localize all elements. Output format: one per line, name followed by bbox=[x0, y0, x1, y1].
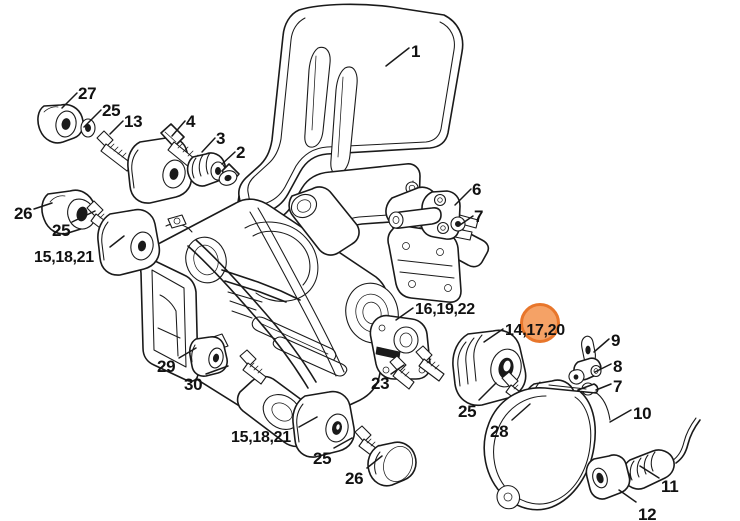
part-2-washer-nut bbox=[218, 163, 240, 186]
part-6-link-bracket bbox=[388, 190, 461, 240]
leader-line bbox=[33, 202, 53, 210]
part-number-label-8: 8 bbox=[613, 357, 623, 376]
part-number-label-25: 25 bbox=[52, 221, 71, 240]
part-26-plug-bottom bbox=[367, 441, 417, 487]
part-screw-bracket-right bbox=[415, 345, 445, 382]
leader-line bbox=[639, 465, 660, 479]
part-number-label-9: 9 bbox=[611, 331, 621, 350]
leader-line bbox=[221, 151, 236, 165]
leader-line bbox=[609, 409, 632, 423]
part-30-screw bbox=[239, 349, 267, 385]
part-number-label-2: 2 bbox=[236, 143, 246, 162]
part-number-label-16-19-22: 16,19,22 bbox=[415, 301, 475, 318]
part-number-label-11: 11 bbox=[661, 477, 679, 496]
part-number-label-10: 10 bbox=[633, 404, 652, 423]
leader-line bbox=[71, 210, 96, 223]
leader-line bbox=[61, 92, 78, 109]
part-number-label-14-17-20: 14,17,20 bbox=[505, 322, 565, 339]
part-27-27-buffer-cap bbox=[37, 103, 96, 144]
part-16-19-22-mount-bracket bbox=[369, 314, 431, 380]
leader-line bbox=[298, 416, 318, 428]
part-number-label-26: 26 bbox=[14, 204, 33, 223]
part-number-label-1: 1 bbox=[411, 42, 421, 61]
leader-line bbox=[454, 188, 472, 206]
part-number-label-28: 28 bbox=[490, 422, 509, 441]
part-number-label-6: 6 bbox=[472, 180, 482, 199]
part-number-label-7: 7 bbox=[613, 377, 623, 396]
part-9-small-pin bbox=[581, 335, 596, 365]
leader-line bbox=[333, 437, 353, 449]
part-number-label-25: 25 bbox=[458, 402, 477, 421]
leader-line bbox=[171, 120, 186, 137]
part-23-screw bbox=[389, 355, 415, 390]
part-number-label-30: 30 bbox=[184, 375, 203, 394]
part-number-label-13: 13 bbox=[124, 112, 143, 131]
leader-line bbox=[594, 363, 612, 373]
part-number-label-27: 27 bbox=[78, 84, 97, 103]
leader-line bbox=[459, 215, 474, 226]
part-number-label-25: 25 bbox=[102, 101, 121, 120]
leader-line bbox=[618, 489, 637, 503]
part-number-label-25: 25 bbox=[313, 449, 332, 468]
leader-line bbox=[390, 364, 405, 375]
part-number-label-15-18-21: 15,18,21 bbox=[34, 249, 94, 266]
part-10-brake-band bbox=[483, 383, 611, 511]
part-number-label-26: 26 bbox=[345, 469, 364, 488]
leader-lines bbox=[33, 47, 660, 503]
leader-line bbox=[595, 383, 612, 391]
highlight-circle bbox=[520, 303, 560, 343]
leader-line bbox=[483, 328, 504, 343]
leader-line bbox=[83, 109, 102, 128]
leader-line bbox=[511, 403, 531, 421]
leader-line bbox=[109, 235, 125, 248]
leader-line bbox=[178, 347, 197, 359]
part-11-tension-spring bbox=[614, 417, 701, 490]
leader-line bbox=[201, 137, 216, 153]
part-12-sleeve bbox=[585, 454, 631, 500]
part-number-label-3: 3 bbox=[216, 129, 226, 148]
part-number-label-29: 29 bbox=[157, 357, 176, 376]
leader-line bbox=[205, 365, 229, 375]
part-3-spring-damper bbox=[186, 152, 227, 187]
leader-line bbox=[593, 338, 610, 353]
leader-line bbox=[109, 120, 124, 135]
part-13-av-buffer bbox=[127, 136, 193, 204]
part-15-18-21-av-buffer-bottom bbox=[292, 390, 356, 458]
leader-line bbox=[366, 455, 383, 469]
leader-line bbox=[385, 47, 410, 67]
part-29-bushing bbox=[188, 336, 228, 377]
part-number-label-23: 23 bbox=[371, 374, 390, 393]
part-number-label-15-18-21: 15,18,21 bbox=[231, 429, 291, 446]
part-7-nut-upper bbox=[450, 216, 466, 232]
part-25-screw-upper-left bbox=[96, 130, 133, 172]
part-15-18-21-av-buffer-left bbox=[97, 208, 161, 276]
leader-line bbox=[395, 307, 414, 321]
part-number-label-4: 4 bbox=[186, 112, 196, 131]
part-number-label-12: 12 bbox=[638, 505, 657, 521]
part-number-label-7: 7 bbox=[474, 207, 484, 226]
part-14-17-20-av-buffer bbox=[452, 329, 527, 407]
leader-line bbox=[478, 382, 497, 401]
